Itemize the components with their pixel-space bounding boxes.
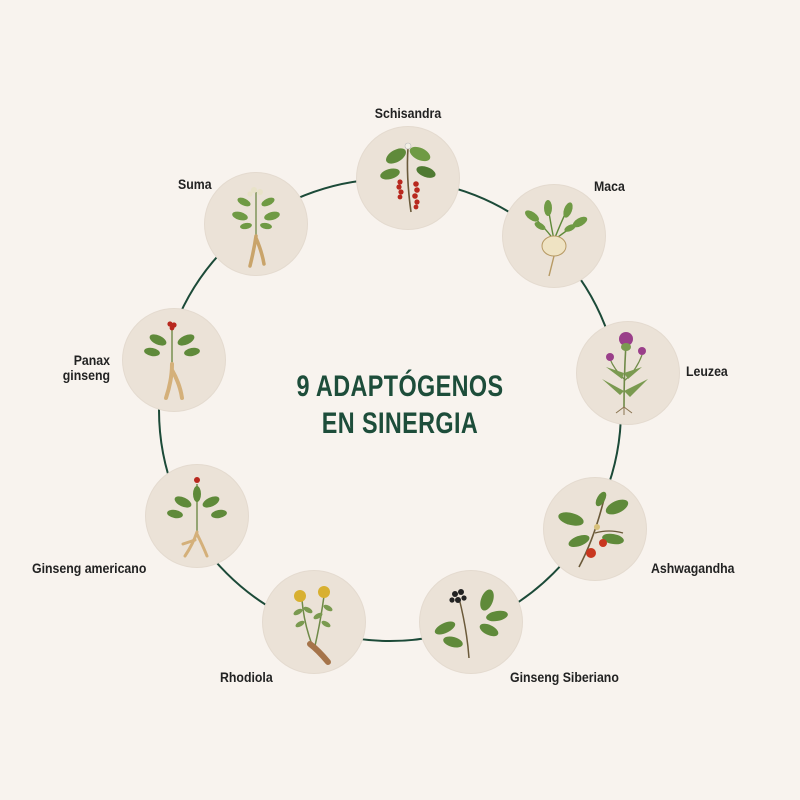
- node-rhodiola: [262, 570, 366, 674]
- node-schisandra: [356, 126, 460, 230]
- label-ginseng-siberiano: Ginseng Siberiano: [510, 669, 619, 685]
- suma-root-icon: [232, 187, 280, 268]
- schisandra-plant-icon: [380, 142, 436, 213]
- label-rhodiola: Rhodiola: [220, 669, 273, 685]
- node-maca: [502, 184, 606, 288]
- label-ginseng-americano: Ginseng americano: [32, 560, 147, 576]
- title-line-2: EN SINERGIA: [321, 407, 479, 440]
- node-panax-ginseng: [122, 308, 226, 412]
- label-ashwagandha: Ashwagandha: [651, 560, 735, 576]
- ashwagandha-plant-icon: [558, 491, 629, 568]
- siberian-ginseng-icon: [434, 589, 508, 659]
- maca-root-icon: [525, 200, 588, 277]
- label-panax-ginseng: Panax ginseng: [62, 352, 110, 383]
- node-ginseng-siberiano: [419, 570, 523, 674]
- node-suma: [204, 172, 308, 276]
- node-ashwagandha: [543, 477, 647, 581]
- leuzea-thistle-icon: [602, 332, 648, 415]
- label-leuzea: Leuzea: [686, 363, 728, 379]
- label-schisandra: Schisandra: [374, 105, 442, 121]
- rhodiola-plant-icon: [293, 586, 333, 665]
- panax-ginseng-icon: [144, 321, 200, 400]
- node-leuzea: [576, 321, 680, 425]
- label-suma: Suma: [178, 176, 212, 192]
- diagram-title: 9 ADAPTÓGENOS EN SINERGIA: [267, 368, 532, 442]
- label-maca: Maca: [594, 178, 625, 194]
- node-ginseng-americano: [145, 464, 249, 568]
- title-line-1: 9 ADAPTÓGENOS: [296, 370, 504, 403]
- american-ginseng-icon: [167, 477, 227, 558]
